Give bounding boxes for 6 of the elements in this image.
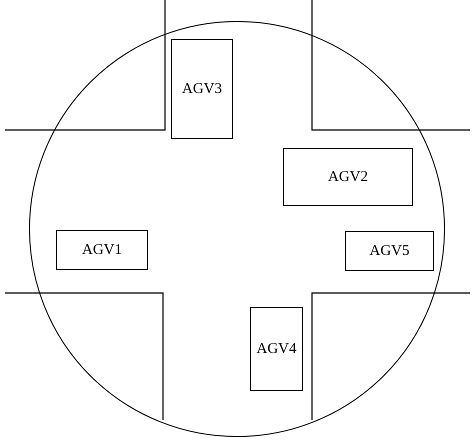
vehicle-box: AGV2 [283,148,413,206]
vehicle-box: AGV3 [171,39,233,139]
intersection-circle [29,21,445,437]
vehicle-box: AGV5 [345,231,434,271]
vehicle-box: AGV1 [56,230,148,270]
vehicle-box: AGV4 [250,307,303,391]
